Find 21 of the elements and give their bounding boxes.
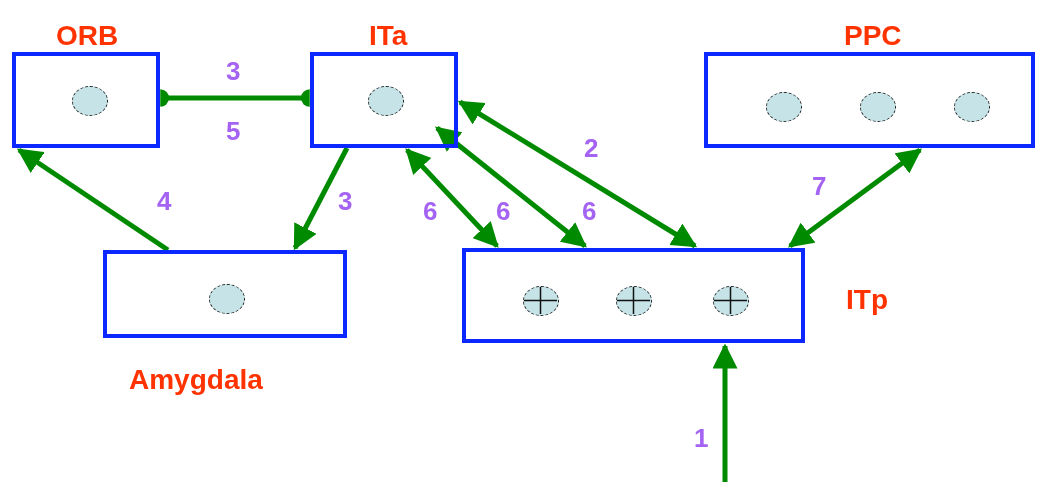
arrow xyxy=(788,148,922,248)
circle-icon xyxy=(860,92,896,122)
arrow xyxy=(405,148,499,248)
arrow xyxy=(16,147,170,253)
region-title: PPC xyxy=(844,22,902,50)
circle-icon xyxy=(954,92,990,122)
arrow xyxy=(712,343,738,482)
arrow xyxy=(292,146,350,251)
circle-icon xyxy=(766,92,802,122)
crossed-circle-icon xyxy=(616,286,652,316)
crossed-circle-icon xyxy=(713,286,749,316)
arrow xyxy=(435,126,587,248)
region-title: ITa xyxy=(369,22,408,50)
circle-icon xyxy=(368,86,404,116)
circle-icon xyxy=(72,86,108,116)
region-title: ORB xyxy=(56,22,119,50)
region-title: Amygdala xyxy=(129,366,263,394)
arrow xyxy=(457,99,698,249)
circle-icon xyxy=(209,284,245,314)
region-title: ITp xyxy=(846,286,888,314)
crossed-circle-icon xyxy=(523,286,559,316)
